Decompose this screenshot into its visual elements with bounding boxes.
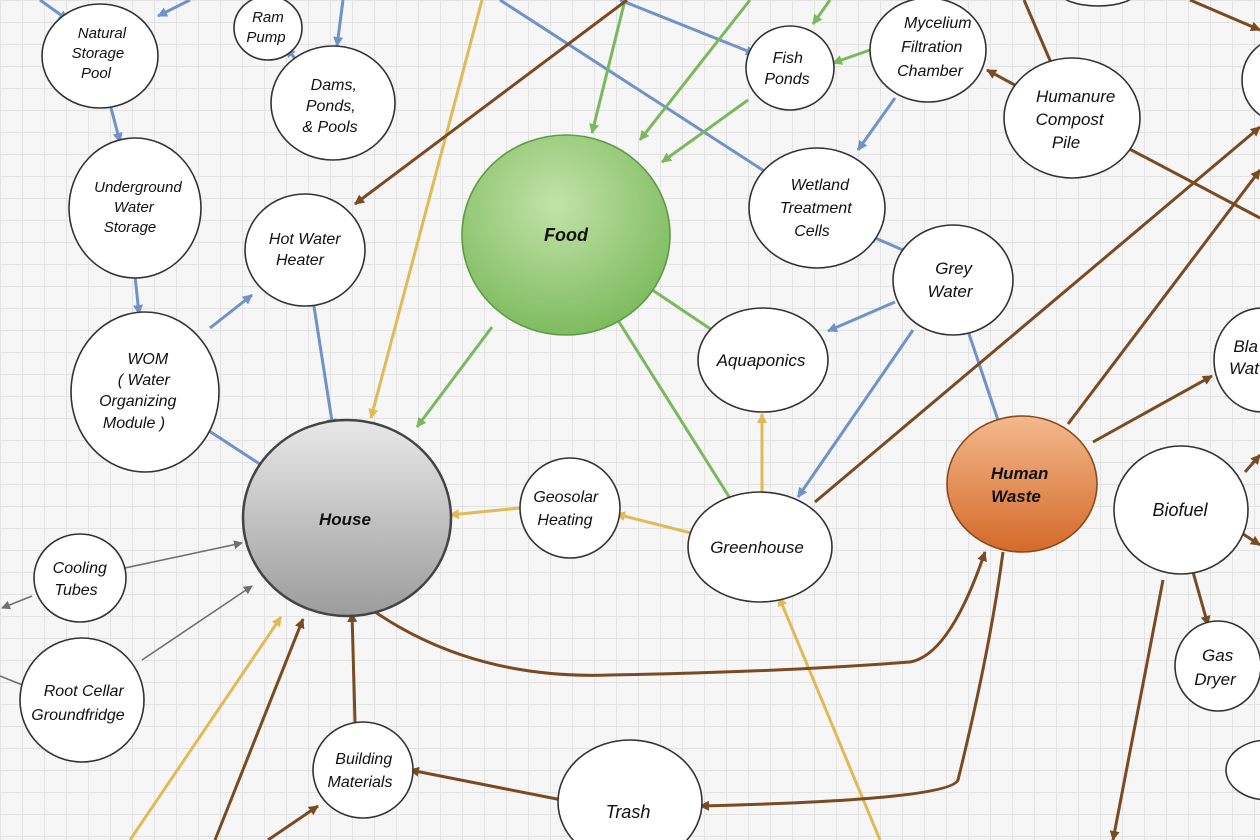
- edge-food: [832, 48, 871, 65]
- edge-water: [619, 0, 756, 56]
- node-label: Grey Water: [927, 259, 976, 301]
- edge-food: [607, 305, 735, 504]
- edge-water: [157, 0, 191, 18]
- edge-waste: [699, 551, 1005, 811]
- node-label: Natural Storage Pool: [72, 25, 131, 82]
- edge-water: [499, 0, 776, 180]
- node-label: WOM ( Water Organizing Module ): [99, 351, 181, 432]
- node-label: Gas Dryer: [1194, 646, 1238, 689]
- node-mycelium-filtration-chamber[interactable]: Mycelium Filtration Chamber: [869, 0, 987, 103]
- node-label: Bla Wat: [1229, 337, 1260, 378]
- edge-thermal: [124, 540, 243, 569]
- node-label: Fish Ponds: [764, 50, 809, 88]
- node-label: House: [319, 510, 371, 529]
- node-offscreen-top[interactable]: [1060, 0, 1136, 7]
- node-dams-ponds-pools[interactable]: Dams, Ponds, & Pools: [270, 45, 396, 161]
- node-aquaponics[interactable]: Aquaponics: [697, 307, 829, 413]
- node-gas-dryer[interactable]: Gas Dryer: [1174, 620, 1260, 712]
- edge-waste: [1109, 579, 1165, 840]
- node-label: Aquaponics: [716, 351, 806, 370]
- edge-heat: [449, 506, 521, 520]
- node-label: Human Waste: [991, 464, 1053, 506]
- edge-water: [209, 293, 253, 330]
- node-grey-water[interactable]: Grey Water: [892, 224, 1014, 336]
- edge-waste: [213, 618, 305, 840]
- node-label: Geosolar Heating: [533, 489, 602, 529]
- node-label: Root Cellar Groundfridge: [31, 683, 128, 724]
- node-wom[interactable]: WOM ( Water Organizing Module ): [70, 311, 220, 473]
- node-underground-water-storage[interactable]: Underground Water Storage: [68, 137, 202, 279]
- node-root-cellar-groundfridge[interactable]: Root Cellar Groundfridge: [19, 637, 145, 763]
- waste-edges: [213, 0, 1260, 840]
- node-fish-ponds[interactable]: Fish Ponds: [745, 25, 835, 111]
- water-edges: [39, 0, 1002, 498]
- node-geosolar-heating[interactable]: Geosolar Heating: [519, 457, 621, 559]
- node-building-materials[interactable]: Building Materials: [312, 721, 414, 819]
- node-label: Greenhouse: [710, 538, 804, 557]
- node-natural-storage-pool[interactable]: Natural Storage Pool: [41, 3, 159, 109]
- edge-waste: [1243, 454, 1260, 473]
- node-label: Dams, Ponds, & Pools: [302, 77, 361, 136]
- node-offscreen-right[interactable]: [1241, 38, 1260, 122]
- node-label: Wetland Treatment Cells: [780, 177, 856, 240]
- edge-waste: [1022, 0, 1057, 73]
- node-black-water[interactable]: Bla Wat: [1213, 307, 1260, 413]
- node-label: Underground Water Storage: [94, 179, 186, 236]
- node-ram-pump[interactable]: Ram Pump: [233, 0, 303, 61]
- edge-waste: [354, 0, 628, 206]
- edge-waste: [367, 551, 987, 677]
- edge-heat: [615, 511, 696, 536]
- edge-food: [811, 0, 832, 25]
- edge-waste: [814, 125, 1260, 504]
- node-label: Humanure Compost Pile: [1036, 87, 1120, 152]
- node-label: Food: [544, 225, 589, 245]
- edge-water: [133, 275, 144, 315]
- edge-water: [964, 324, 1002, 427]
- node-trash[interactable]: Trash: [557, 739, 703, 840]
- edge-waste: [347, 612, 358, 723]
- edge-waste: [1121, 143, 1260, 220]
- nodes: Natural Storage Pool Ram Pump Dams, Pond…: [19, 0, 1260, 840]
- edge-waste: [1191, 571, 1211, 626]
- node-wetland-treatment-cells[interactable]: Wetland Treatment Cells: [748, 147, 886, 269]
- edge-waste: [1066, 169, 1260, 425]
- edge-food: [415, 326, 494, 428]
- node-label: Ram Pump: [246, 9, 288, 46]
- edge-food: [638, 0, 752, 141]
- node-humanure-compost-pile[interactable]: Humanure Compost Pile: [1003, 57, 1141, 179]
- node-label: Hot Water Heater: [269, 231, 345, 269]
- node-label: Cooling Tubes: [53, 560, 112, 599]
- edge-thermal: [141, 585, 253, 661]
- edge-waste: [409, 766, 563, 802]
- edge-waste: [267, 804, 319, 840]
- node-label: Biofuel: [1152, 500, 1208, 520]
- edge-water: [827, 300, 896, 333]
- edge-water: [311, 299, 337, 429]
- node-house[interactable]: House: [241, 418, 453, 618]
- node-label: Building Materials: [328, 751, 397, 791]
- edge-water: [796, 329, 915, 498]
- node-hot-water-heater[interactable]: Hot Water Heater: [244, 193, 366, 307]
- node-greenhouse[interactable]: Greenhouse: [687, 491, 833, 603]
- edge-food: [661, 98, 749, 164]
- edge-food: [589, 0, 627, 134]
- edge-thermal: [1, 595, 33, 610]
- edge-water: [108, 103, 123, 143]
- node-human-waste[interactable]: Human Waste: [946, 415, 1098, 553]
- edge-water: [856, 97, 897, 151]
- node-biofuel[interactable]: Biofuel: [1113, 445, 1249, 575]
- edge-heat: [128, 616, 283, 840]
- node-label: Mycelium Filtration Chamber: [897, 15, 976, 80]
- edge-water: [333, 0, 345, 47]
- node-food[interactable]: Food: [461, 134, 671, 336]
- node-cooling-tubes[interactable]: Cooling Tubes: [33, 533, 127, 623]
- heat-edges: [128, 0, 882, 840]
- node-offscreen-bottom-right[interactable]: [1225, 739, 1260, 801]
- edge-heat: [368, 0, 484, 419]
- edge-waste: [1092, 374, 1213, 444]
- node-label: Trash: [606, 802, 651, 822]
- edge-waste: [1189, 0, 1260, 32]
